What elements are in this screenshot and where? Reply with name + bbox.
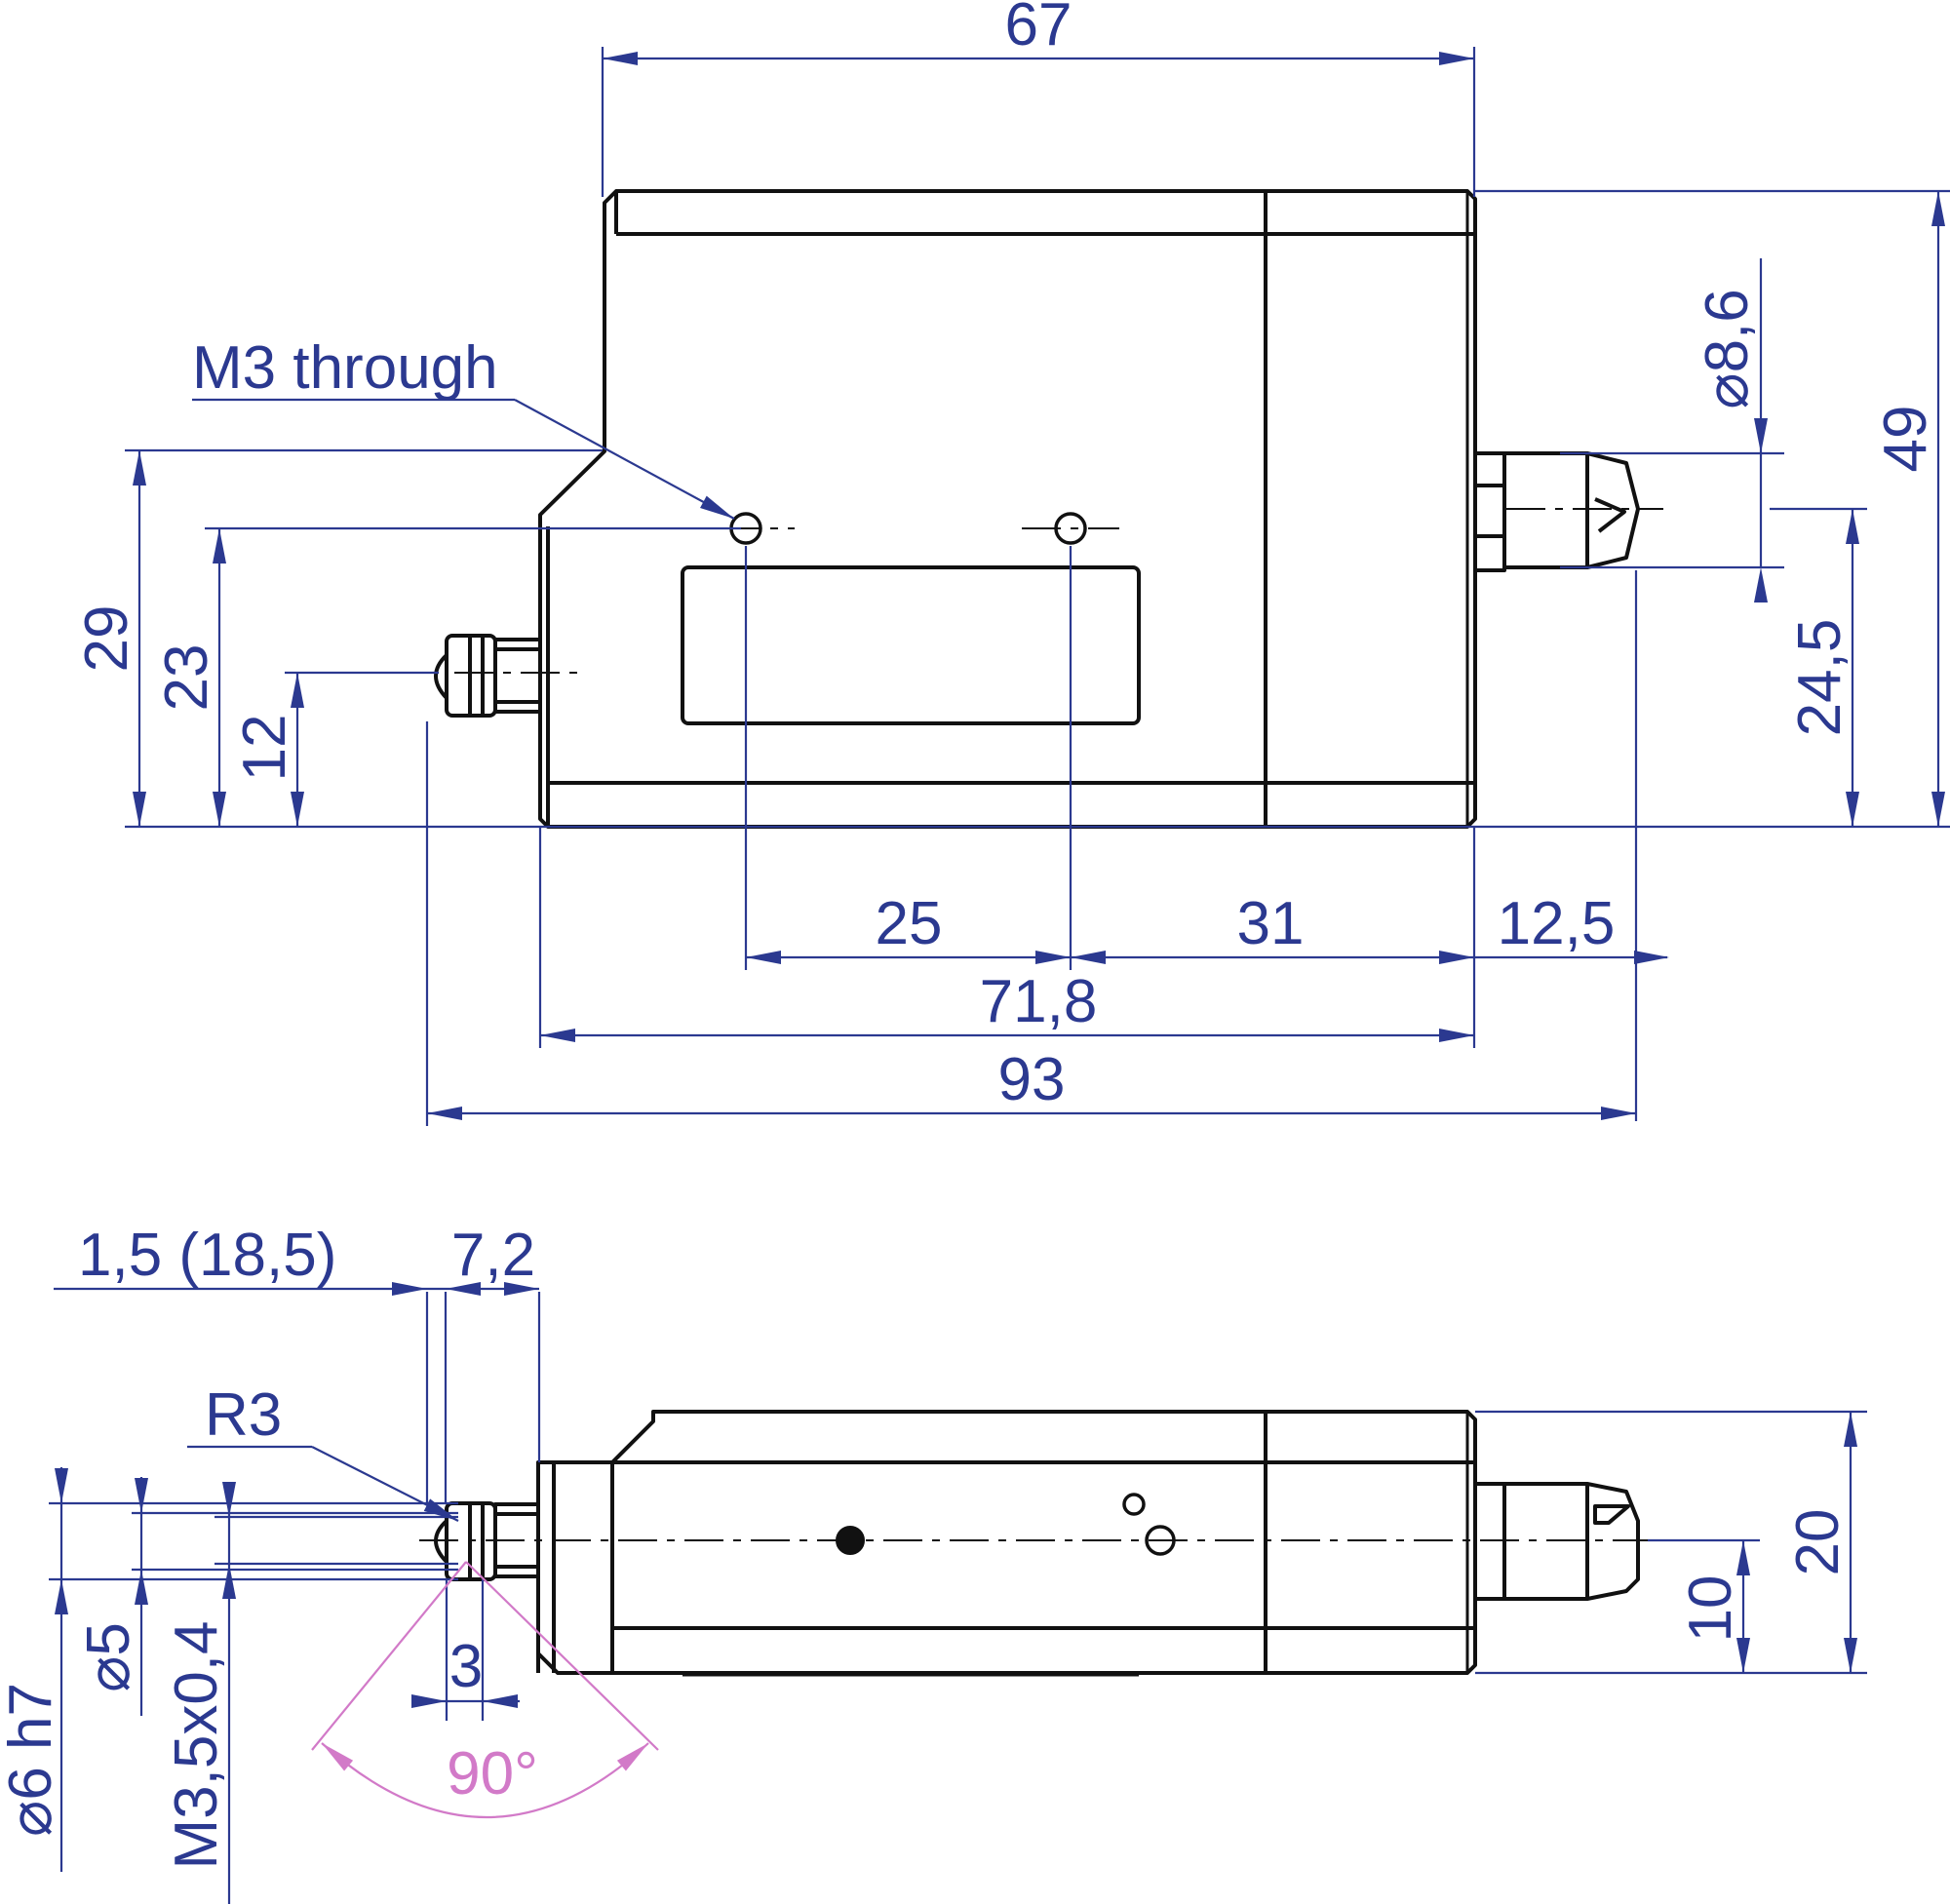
dim-height-10: 10 <box>1677 1575 1744 1643</box>
top-tip <box>434 634 579 718</box>
dim-tip-length: 7,2 <box>451 1222 535 1289</box>
dim-connector-length: 12,5 <box>1498 890 1616 957</box>
side-view-dimensions: 1,5 (18,5) 7,2 R3 ⌀6 h7 ⌀5 M3,5x0,4 <box>0 1222 1867 1904</box>
m3-through-note: M3 through <box>192 334 498 402</box>
dim-radius: R3 <box>205 1381 282 1449</box>
top-view-part <box>434 189 1663 829</box>
top-connector <box>1473 451 1663 572</box>
top-view-dimensions: 67 M3 through 29 23 12 49 <box>73 0 1950 1126</box>
side-view-part <box>419 1410 1716 1677</box>
dim-connector-diameter: ⌀8,6 <box>1694 289 1761 409</box>
dim-hole-spacing: 25 <box>876 890 943 957</box>
side-connector <box>1473 1482 1640 1601</box>
dim-height-23: 23 <box>153 644 220 712</box>
dim-overall-length: 93 <box>998 1046 1066 1113</box>
dim-height-24-5: 24,5 <box>1786 619 1853 737</box>
dim-overall-width: 67 <box>1005 0 1072 58</box>
dim-chamfer-length: 3 <box>449 1633 483 1700</box>
dim-thread: M3,5x0,4 <box>163 1620 230 1869</box>
dim-overall-height: 49 <box>1872 406 1939 473</box>
dim-dia-6h7: ⌀6 h7 <box>0 1683 64 1837</box>
dim-hole-to-edge: 31 <box>1237 890 1305 957</box>
dim-dia-5: ⌀5 <box>75 1622 142 1692</box>
dim-length-71-8: 71,8 <box>980 968 1098 1035</box>
dim-height-20: 20 <box>1784 1509 1852 1576</box>
dim-height-29: 29 <box>73 605 140 673</box>
side-hole-small <box>1122 1493 1146 1516</box>
dim-angle: 90° <box>447 1740 538 1807</box>
dim-tip-offset: 1,5 (18,5) <box>78 1222 336 1289</box>
dim-height-12: 12 <box>231 715 298 782</box>
